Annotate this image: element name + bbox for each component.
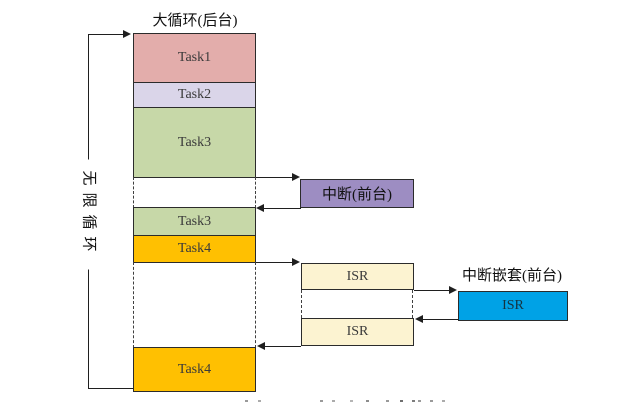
task1-label: Task1	[177, 50, 212, 65]
task4-first-box: Task4	[133, 235, 256, 263]
task2-label: Task2	[177, 87, 212, 102]
task3-first-label: Task3	[177, 134, 212, 150]
interrupt-label: 中断(前台)	[322, 187, 392, 203]
nested-isr-box: ISR	[458, 291, 568, 321]
task4-second-label: Task4	[177, 361, 212, 377]
interrupt-box: 中断(前台)	[300, 179, 414, 208]
arrow-return-from-isr2-line	[265, 346, 301, 347]
task1-box: Task1	[133, 33, 256, 83]
task3-second-box: Task3	[133, 207, 256, 236]
arrow-return-from-isr2-head-icon	[257, 342, 265, 350]
cropped-caption-remnant	[245, 400, 248, 402]
stack-gap-interrupt	[133, 177, 256, 208]
arrow-return-from-interrupt-line	[264, 208, 301, 209]
task3-first-box: Task3	[133, 107, 256, 178]
isr-second-label: ISR	[346, 324, 369, 339]
nested-interrupt-title: 中断嵌套(前台)	[462, 268, 562, 284]
big-loop-title: 大循环(后台)	[152, 13, 238, 29]
arrow-to-nested-isr-line	[414, 290, 450, 291]
arrow-return-from-interrupt-head-icon	[256, 204, 264, 212]
isr-first-box: ISR	[301, 263, 414, 290]
arrow-to-isr1-head-icon	[292, 258, 300, 266]
task2-box: Task2	[133, 82, 256, 108]
loop-bracket-bottom-line	[88, 388, 133, 389]
isr-second-box: ISR	[301, 318, 414, 346]
arrow-return-from-nested-line	[423, 319, 458, 320]
infinite-loop-label: 无限循环	[79, 159, 97, 270]
arrow-to-interrupt-head-icon	[292, 173, 300, 181]
nested-isr-label: ISR	[502, 298, 524, 313]
arrow-to-isr1-line	[256, 262, 293, 263]
stack-gap-isr	[133, 262, 256, 348]
arrow-to-nested-isr-head-icon	[449, 286, 457, 294]
loop-top-arrowhead-icon	[123, 30, 131, 38]
task3-second-label: Task3	[177, 213, 212, 229]
arrow-return-from-nested-head-icon	[415, 315, 423, 323]
isr-first-label: ISR	[346, 268, 369, 284]
task4-second-box: Task4	[133, 347, 256, 392]
arrow-to-interrupt-line	[256, 177, 293, 178]
loop-bracket-top-line	[88, 34, 124, 35]
task4-first-label: Task4	[177, 241, 212, 256]
isr-gap-left-dashed-line	[301, 290, 302, 318]
isr-gap-right-dashed-line	[412, 290, 413, 318]
